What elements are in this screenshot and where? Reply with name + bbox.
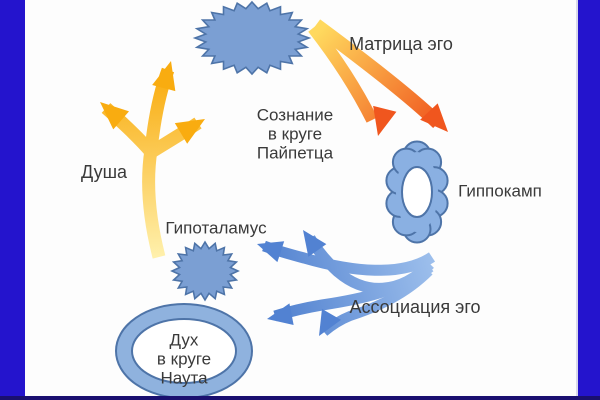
label-consciousness: Сознание в круге Пайпетца: [257, 106, 334, 163]
label-spirit-line2: в круге: [156, 349, 212, 369]
nauta-ring: [115, 303, 253, 399]
frame-stripe-left: [0, 0, 25, 400]
label-consciousness-line3: Пайпетца: [256, 143, 334, 163]
label-soul: Душа: [80, 161, 128, 182]
label-consciousness-line1: Сознание: [256, 105, 334, 125]
frame-bottom-line: [0, 396, 600, 400]
label-hippocampus: Гиппокамп: [458, 181, 542, 201]
label-matrix-ego: Матрица эго: [349, 33, 453, 54]
label-spirit: Дух в круге Наута: [157, 331, 211, 388]
label-spirit-line3: Наута: [160, 368, 208, 388]
consciousness-starburst: [192, 0, 312, 76]
label-spirit-line1: Дух: [169, 330, 199, 350]
label-consciousness-line2: в круге: [267, 124, 323, 144]
label-ego-association: Ассоциация эго: [349, 296, 481, 317]
hypothalamus-starburst: [170, 240, 240, 302]
soul-arrows: [100, 61, 205, 259]
hippocampus-flower: [385, 140, 449, 244]
label-hypothalamus: Гипоталамус: [165, 218, 267, 238]
frame-stripe-right: [576, 0, 600, 400]
ego-matrix-arrows: [308, 19, 448, 136]
association-arrows: [257, 230, 436, 336]
